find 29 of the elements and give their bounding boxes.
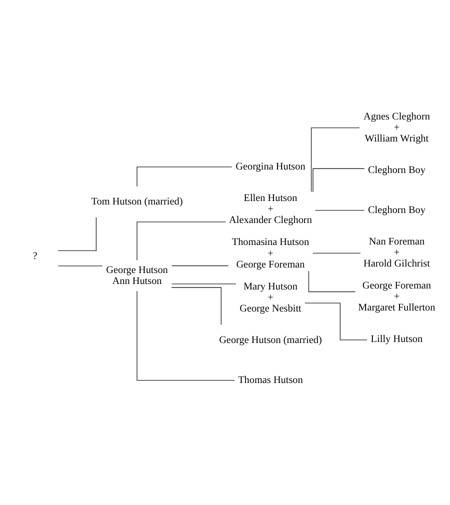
connector	[312, 168, 365, 192]
node-text: George Hutson Ann Hutson	[106, 264, 168, 286]
node-text: Lilly Hutson	[370, 334, 423, 345]
node-text: Nan Foreman + Harold Gilchrist	[363, 236, 430, 269]
node-text: Ellen Hutson + Alexander Cleghorn	[229, 192, 312, 226]
connector	[308, 270, 356, 292]
connector	[171, 283, 236, 284]
node-text: Cleghorn Boy	[368, 164, 426, 176]
connector	[304, 302, 368, 340]
connector	[136, 290, 236, 380]
node-text: George Foreman + Margaret Fullerton	[358, 280, 436, 314]
connector	[171, 264, 229, 266]
connector	[58, 216, 97, 250]
node-text: Thomas Hutson	[238, 374, 303, 386]
node-text: George Hutson (married)	[219, 334, 322, 346]
connector	[136, 221, 226, 260]
node-text: Agnes Cleghorn + William Wright	[363, 110, 430, 144]
connector	[310, 126, 360, 192]
connector	[315, 209, 365, 210]
node-text: Mary Hutson + George Nesbitt	[240, 280, 302, 314]
connector	[312, 252, 361, 254]
node-text: Cleghorn Boy	[368, 204, 426, 216]
node-text: ?	[32, 250, 38, 262]
connector	[136, 166, 232, 186]
connector	[58, 265, 103, 266]
connector	[171, 286, 222, 325]
node-text: Tom Hutson (married)	[91, 196, 183, 207]
node-text: Georgina Hutson	[236, 161, 306, 172]
node-text: Thomasina Hutson + George Foreman	[232, 236, 310, 270]
